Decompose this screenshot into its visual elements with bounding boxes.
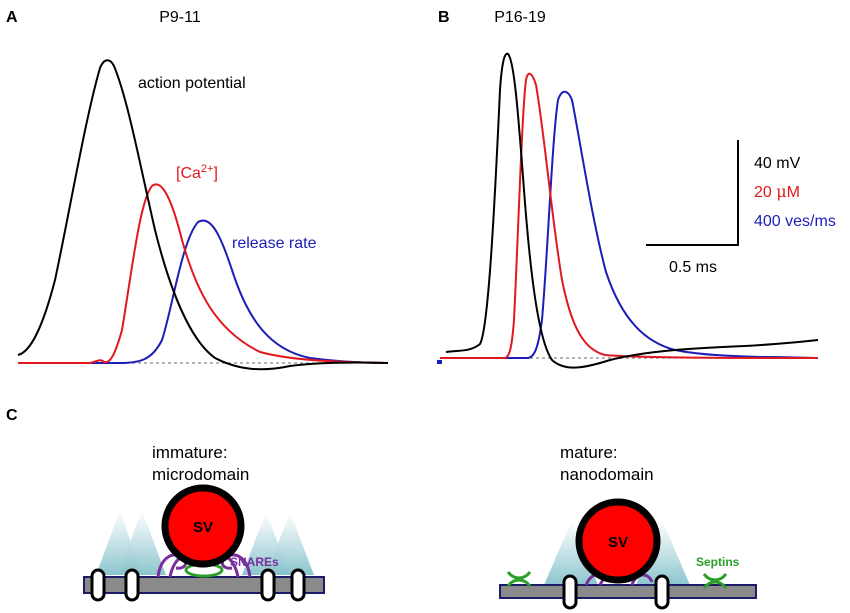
calcium-cloud — [266, 512, 314, 575]
calcium-cloud — [118, 510, 166, 575]
calcium-channel — [654, 574, 670, 610]
synaptic-vesicle — [161, 484, 245, 568]
panel-c-letter: C — [6, 407, 18, 424]
scale-label-voltage: 40 mV — [754, 155, 801, 172]
panel-b-calcium-trace — [440, 72, 819, 359]
vesicle-label: SV — [193, 519, 213, 536]
septins-label: Septins — [696, 555, 740, 569]
calcium-channel — [290, 568, 306, 602]
septin — [702, 573, 728, 589]
calcium-channel — [90, 568, 106, 602]
panel-a-label-release: release rate — [232, 235, 317, 252]
mature-label-line2: nanodomain — [560, 465, 654, 484]
scale-label-release: 400 ves/ms — [754, 213, 836, 230]
panel-b-action-potential-trace — [445, 52, 819, 369]
mature-label-line1: mature: — [560, 443, 618, 462]
scale-label-calcium: 20 μM — [754, 182, 800, 201]
panel-c: C immature: microdomain SV SNAREs — [6, 407, 757, 610]
panel-a: A P9-11 action potential [Ca2+] release … — [6, 9, 389, 371]
membrane — [499, 584, 757, 599]
septin — [506, 571, 532, 587]
panel-b-start-marker — [437, 360, 442, 364]
calcium-channel — [260, 568, 276, 602]
immature-label-line1: immature: — [152, 443, 228, 462]
scale-label-time: 0.5 ms — [669, 259, 717, 276]
panel-a-action-potential-trace — [17, 59, 389, 371]
mature-synapse: mature: nanodomain SV — [499, 443, 757, 610]
panel-a-calcium-trace — [18, 183, 389, 364]
synaptic-vesicle — [575, 498, 661, 584]
panel-a-label-calcium: [Ca2+] — [176, 163, 218, 182]
vesicle-label: SV — [608, 534, 628, 551]
calcium-cloud — [544, 520, 598, 585]
panel-a-letter: A — [6, 9, 18, 26]
panel-b-letter: B — [438, 9, 450, 26]
membrane — [83, 576, 325, 594]
immature-synapse: immature: microdomain SV SNAREs — [83, 443, 325, 602]
calcium-channel — [124, 568, 140, 602]
panel-a-title: P9-11 — [159, 9, 201, 26]
panel-b-release-trace — [440, 90, 819, 359]
panel-b: B P16-19 40 mV 20 μM 400 ves/ms 0.5 ms — [437, 9, 836, 369]
calcium-channel — [562, 574, 578, 610]
immature-label-line2: microdomain — [152, 465, 249, 484]
panel-a-label-ap: action potential — [138, 75, 246, 92]
panel-a-release-trace — [18, 219, 389, 364]
panel-b-title: P16-19 — [494, 9, 546, 26]
snares-label: SNAREs — [230, 555, 279, 569]
